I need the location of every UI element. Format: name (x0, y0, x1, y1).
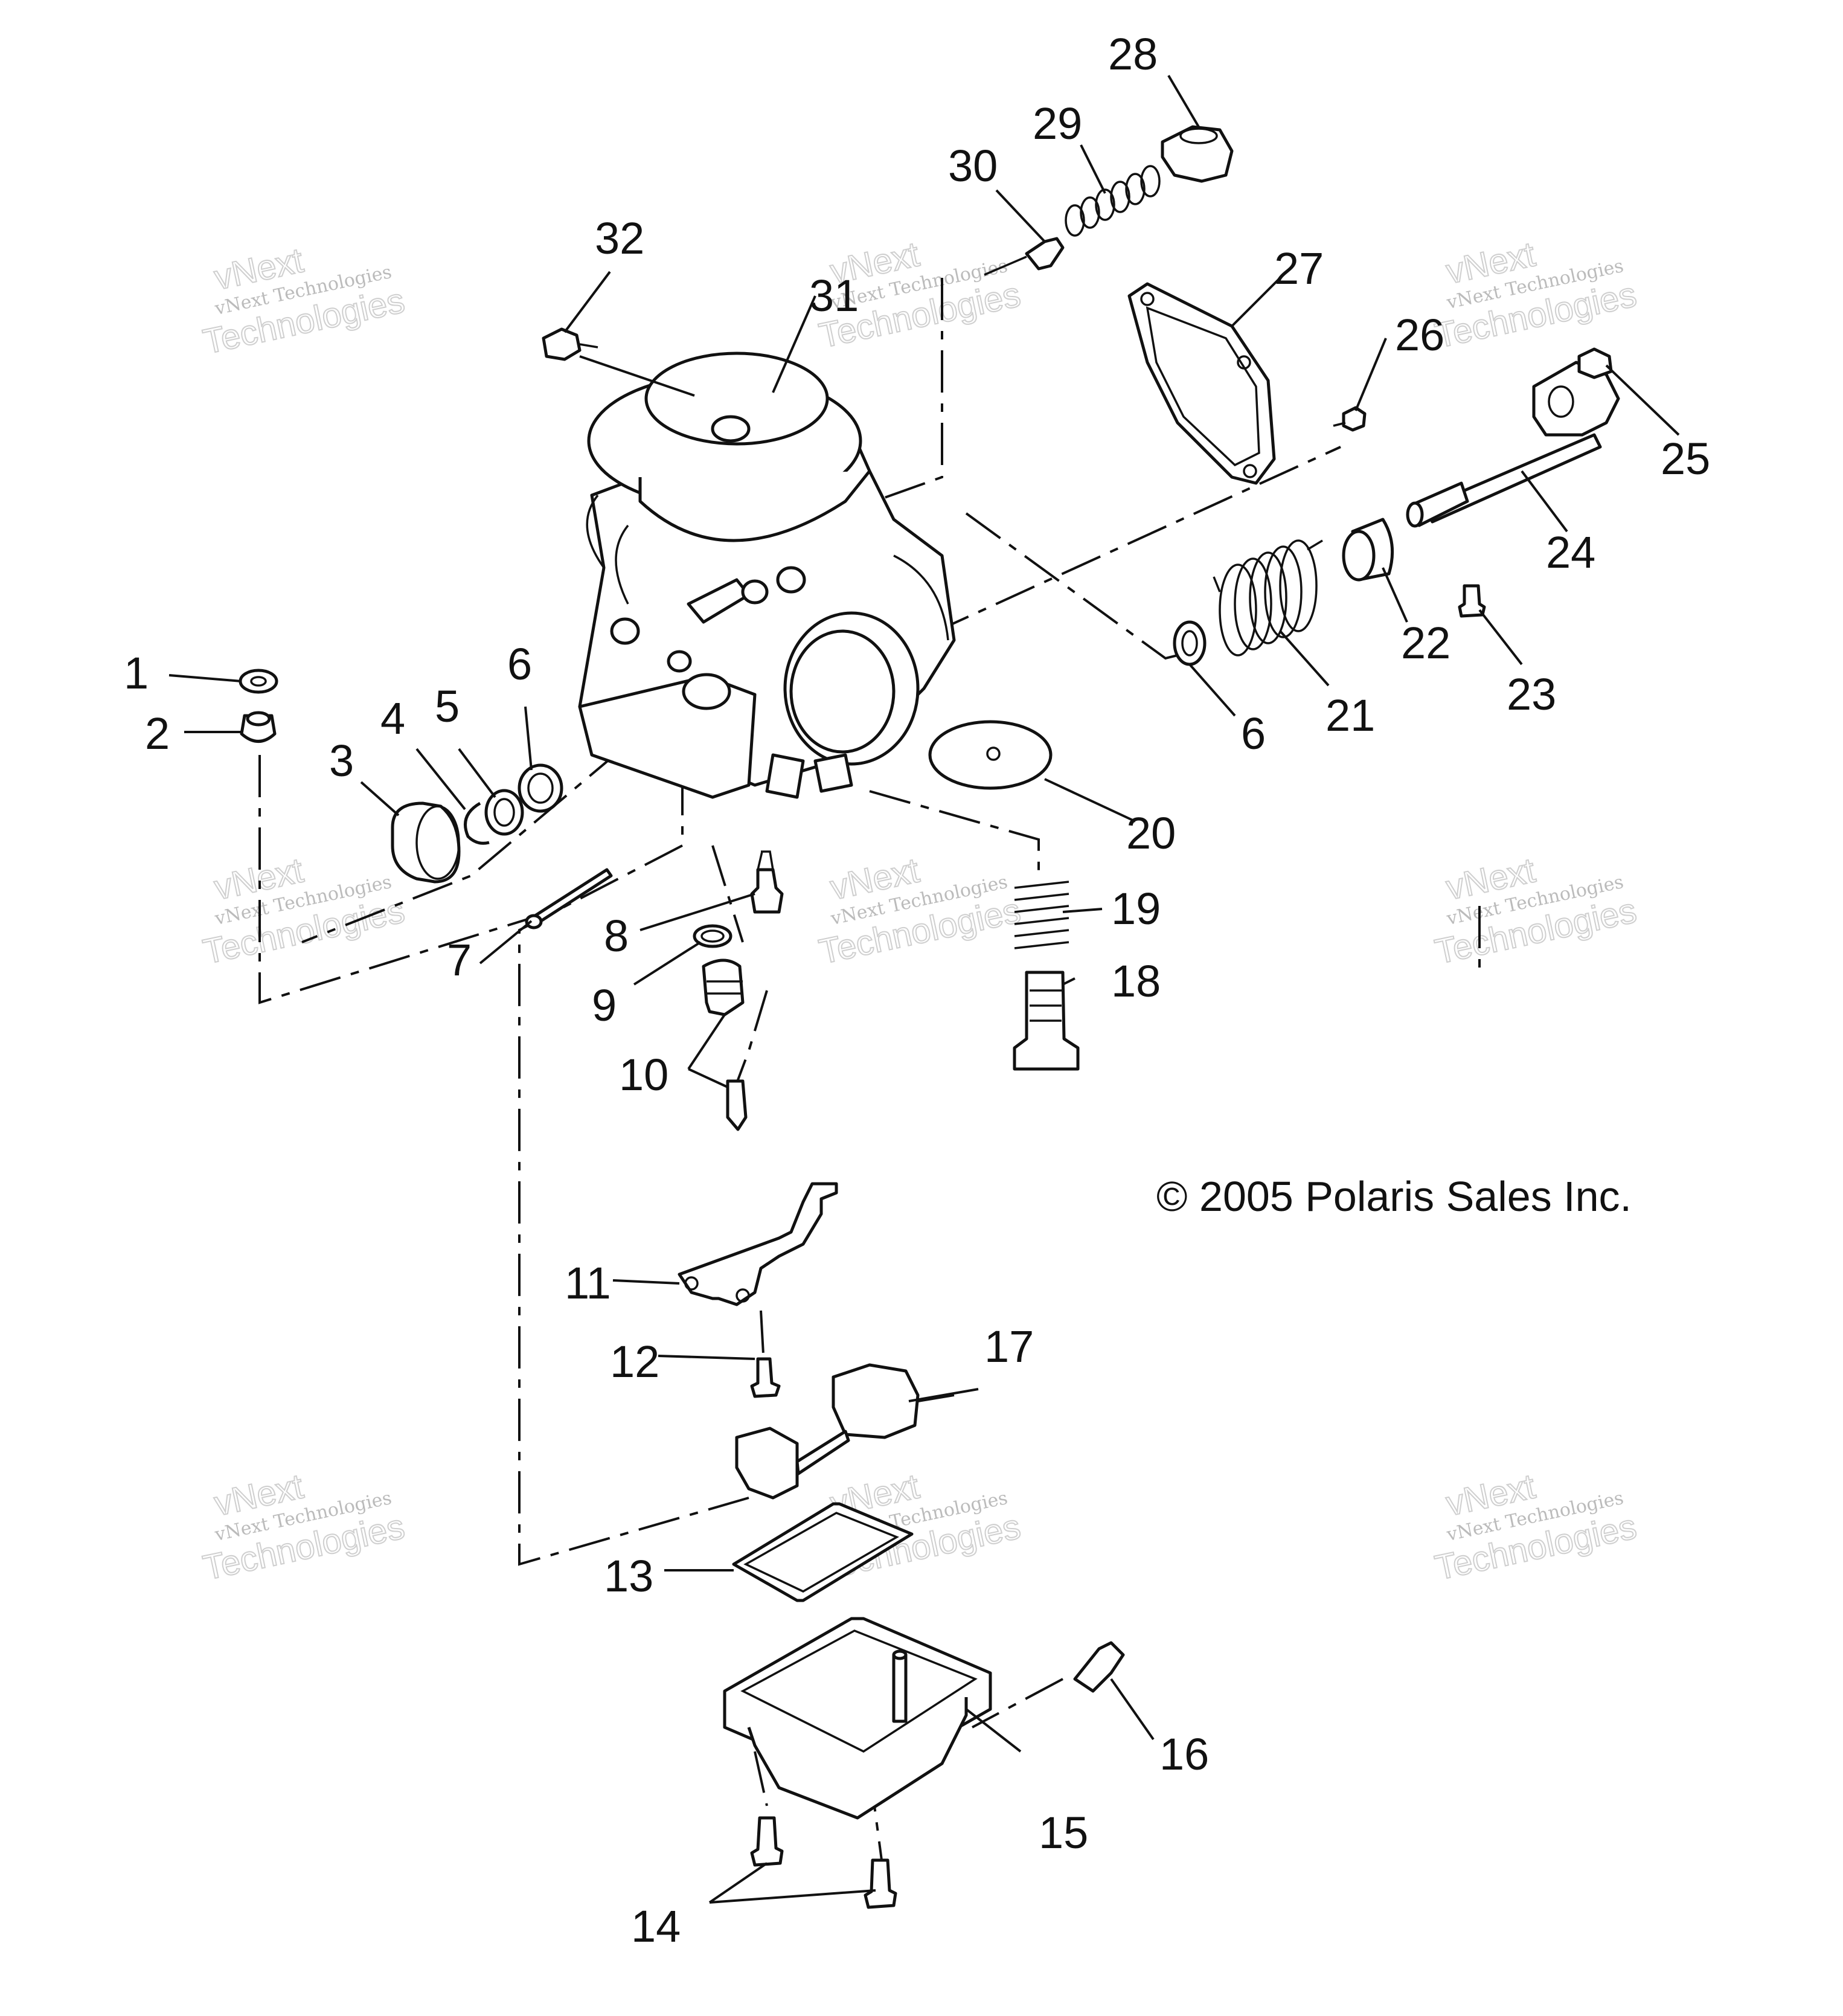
callout-25: 25 (1661, 434, 1710, 484)
carburetor-body (578, 352, 956, 799)
part-9-oring (693, 924, 732, 948)
part-8-jet (750, 868, 784, 914)
watermark: vNext vNext Technologies Technologies (1431, 1466, 1641, 1588)
callout-1: 1 (124, 648, 149, 698)
part-17-float-right (832, 1363, 920, 1439)
callout-9: 9 (592, 980, 617, 1030)
part-10-needle-jet (702, 958, 745, 1016)
part-6-seal-left (518, 763, 563, 813)
part-3-cap (391, 801, 461, 884)
callout-22: 22 (1401, 618, 1450, 668)
callout-6b: 6 (1241, 708, 1266, 759)
callouts: 1 2 3 4 5 6 7 8 9 10 11 12 13 14 15 16 1… (124, 29, 1710, 1951)
callout-26: 26 (1395, 310, 1444, 360)
part-6-seal-right (1173, 620, 1207, 666)
callout-21: 21 (1325, 690, 1375, 740)
watermark: vNext vNext Technologies Technologies (199, 1466, 409, 1588)
callout-30: 30 (948, 141, 998, 191)
watermark: vNext vNext Technologies Technologies (1431, 850, 1641, 972)
callout-8: 8 (604, 911, 629, 961)
watermarks: vNext vNext Technologies Technologies vN… (199, 234, 1641, 1588)
part-17-float-left (735, 1427, 799, 1500)
part-1-cap (239, 669, 278, 694)
part-25-cap (1577, 347, 1613, 379)
part-11-bracket (678, 1182, 838, 1306)
callout-11: 11 (565, 1258, 611, 1308)
part-5-washer (484, 789, 524, 836)
watermark: vNext vNext Technologies Technologies (815, 234, 1025, 356)
part-13-gasket (732, 1502, 914, 1602)
callout-5: 5 (435, 681, 460, 731)
callout-10: 10 (619, 1050, 668, 1100)
watermark: vNext vNext Technologies Technologies (815, 850, 1025, 972)
callout-27: 27 (1274, 243, 1324, 294)
callout-16: 16 (1159, 1729, 1209, 1779)
callout-3: 3 (329, 736, 354, 786)
part-14-screw-a (750, 1816, 784, 1867)
part-19-spring (1014, 881, 1069, 949)
part-20-plate (928, 720, 1053, 790)
part-7-pin (530, 868, 613, 926)
callout-31: 31 (809, 271, 859, 321)
part-14-screw-b (864, 1858, 897, 1909)
callout-20: 20 (1126, 808, 1176, 858)
part-26-screw (1342, 406, 1367, 432)
callout-23: 23 (1507, 669, 1556, 719)
callout-24: 24 (1546, 527, 1595, 577)
callout-19: 19 (1111, 884, 1161, 934)
parts (239, 125, 1620, 1909)
callout-14: 14 (631, 1901, 681, 1951)
callout-12: 12 (610, 1337, 659, 1387)
part-32-fitting (542, 327, 582, 361)
callout-15: 15 (1039, 1808, 1088, 1858)
part-27-cover (1127, 282, 1276, 485)
part-28-cap (1161, 125, 1234, 183)
part-16-screw (1073, 1641, 1125, 1693)
callout-2: 2 (145, 708, 170, 759)
watermark: vNext vNext Technologies Technologies (199, 240, 409, 362)
copyright-notice: © 2005 Polaris Sales Inc. (1156, 1173, 1632, 1220)
callout-17: 17 (984, 1321, 1034, 1372)
callout-28: 28 (1108, 29, 1158, 79)
part-21-spring (1213, 539, 1323, 656)
part-4-clip (464, 801, 490, 845)
callout-29: 29 (1033, 98, 1082, 149)
watermark: vNext vNext Technologies Technologies (199, 850, 409, 972)
callout-32: 32 (595, 213, 644, 263)
part-30-plunger (1025, 237, 1065, 271)
part-29-spring (1065, 165, 1161, 237)
callout-13: 13 (604, 1551, 653, 1601)
part-12-screw (750, 1357, 781, 1398)
callout-6a: 6 (507, 639, 532, 689)
callout-18: 18 (1111, 956, 1161, 1006)
callout-7: 7 (447, 935, 472, 985)
callout-4: 4 (380, 693, 405, 743)
leader-lines (168, 74, 1680, 1904)
watermark: vNext vNext Technologies Technologies (1431, 234, 1641, 356)
